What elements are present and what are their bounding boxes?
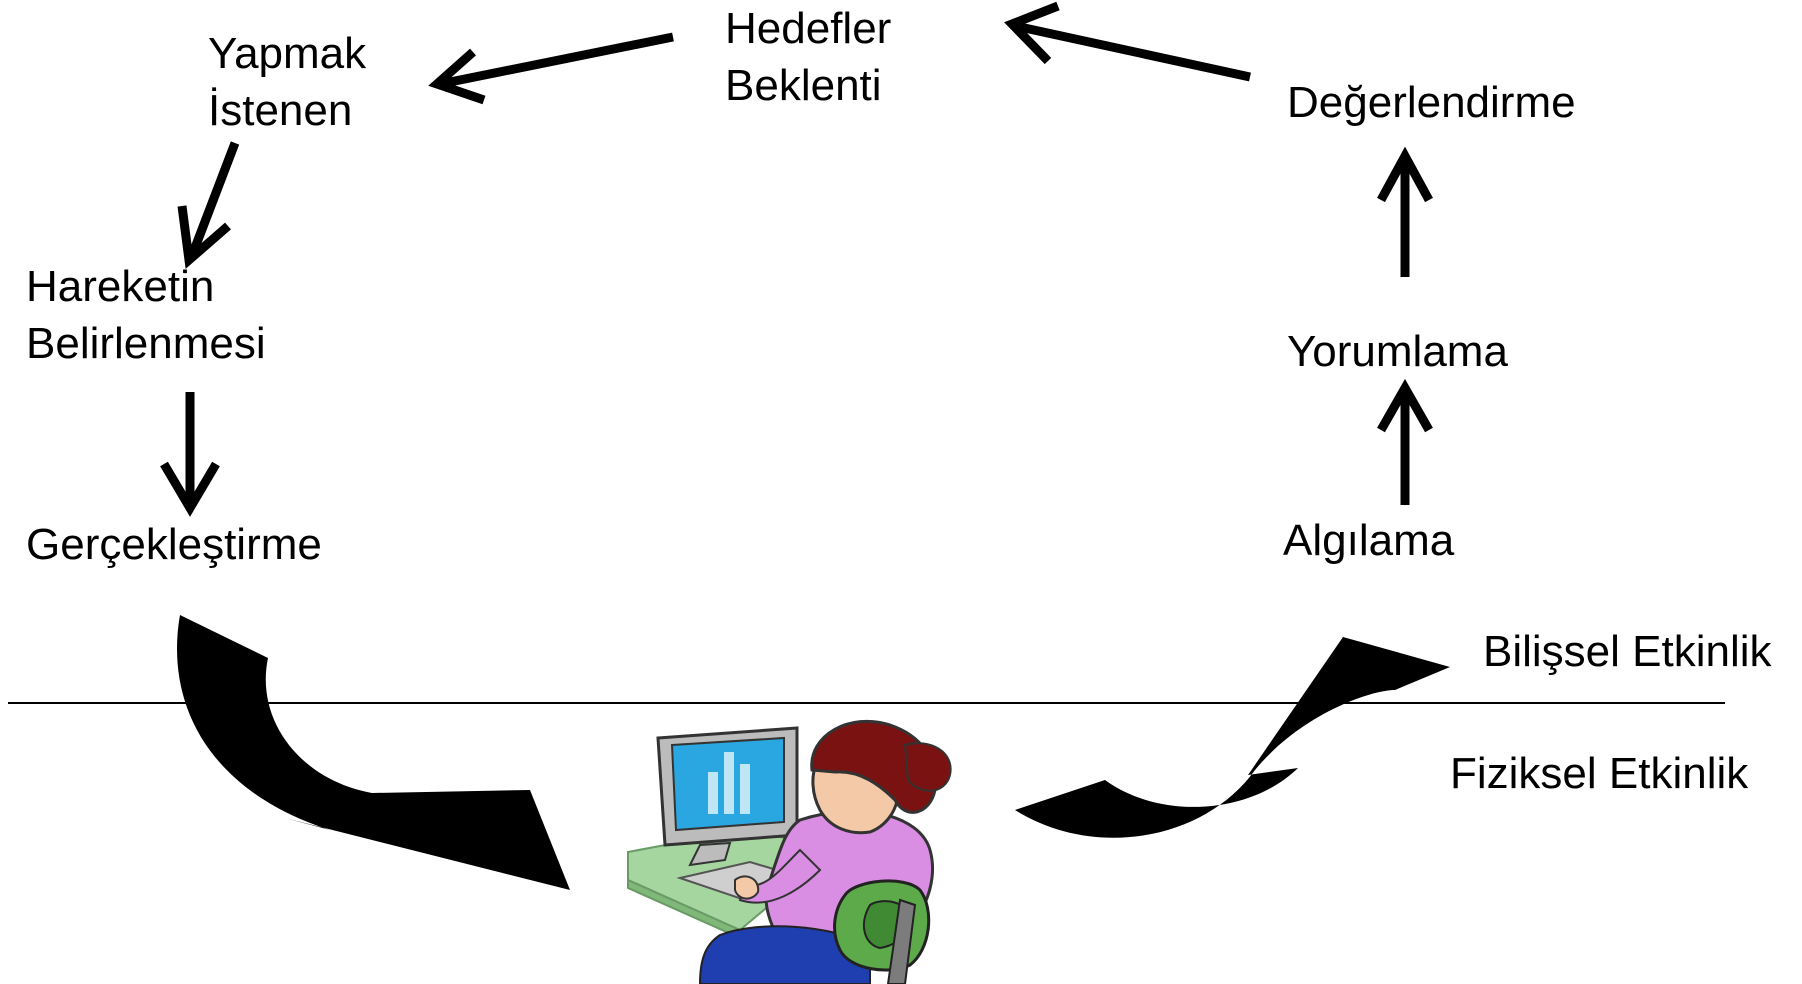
node-action-spec-line1: Hareketin [26, 262, 215, 311]
node-execution-line1: Gerçekleştirme [26, 520, 322, 569]
cycle-arrows [160, 1, 1433, 517]
arrowhead-intention-to-action-spec [177, 205, 231, 269]
node-action-spec-line2: Belirlenmesi [26, 319, 266, 368]
arrowhead-goals-to-intention [428, 48, 486, 105]
arrow-goals-to-intention [444, 32, 674, 88]
node-intention: Yapmak İstenen [208, 25, 366, 139]
zone-cognitive-label: Bilişsel Etkinlik [1483, 623, 1772, 680]
zone-physical-label: Fiziksel Etkinlik [1450, 745, 1748, 802]
arrow-intention-to-action-spec [188, 141, 240, 255]
node-perception: Algılama [1283, 512, 1454, 569]
node-interpretation-line1: Yorumlama [1287, 327, 1508, 376]
node-goals-line1: Hedefler [725, 4, 892, 53]
arrowhead-action-spec-to-execution [160, 461, 220, 517]
curved-arrow-execution-to-world [177, 615, 570, 890]
zone-cognitive-text: Bilişsel Etkinlik [1483, 627, 1772, 676]
node-evaluation: Değerlendirme [1287, 74, 1576, 131]
node-intention-line2: İstenen [208, 86, 353, 135]
node-execution: Gerçekleştirme [26, 516, 322, 573]
node-intention-line1: Yapmak [208, 29, 367, 78]
arrow-evaluation-to-goals [1019, 22, 1251, 82]
node-action-spec: Hareketin Belirlenmesi [26, 258, 266, 372]
node-goals-line2: Beklenti [725, 61, 882, 110]
node-perception-line1: Algılama [1283, 516, 1455, 565]
arrowhead-interpretation-to-evaluation [1377, 146, 1433, 203]
node-evaluation-line1: Değerlendirme [1287, 78, 1576, 127]
arrowhead-evaluation-to-goals [1004, 1, 1060, 65]
person-at-computer-icon [627, 719, 952, 984]
curved-arrow-world-to-perception [1015, 637, 1450, 838]
zone-physical-text: Fiziksel Etkinlik [1450, 749, 1749, 798]
arrowhead-perception-to-interpretation [1377, 378, 1433, 433]
node-goals: Hedefler Beklenti [725, 0, 891, 114]
node-interpretation: Yorumlama [1287, 323, 1508, 380]
